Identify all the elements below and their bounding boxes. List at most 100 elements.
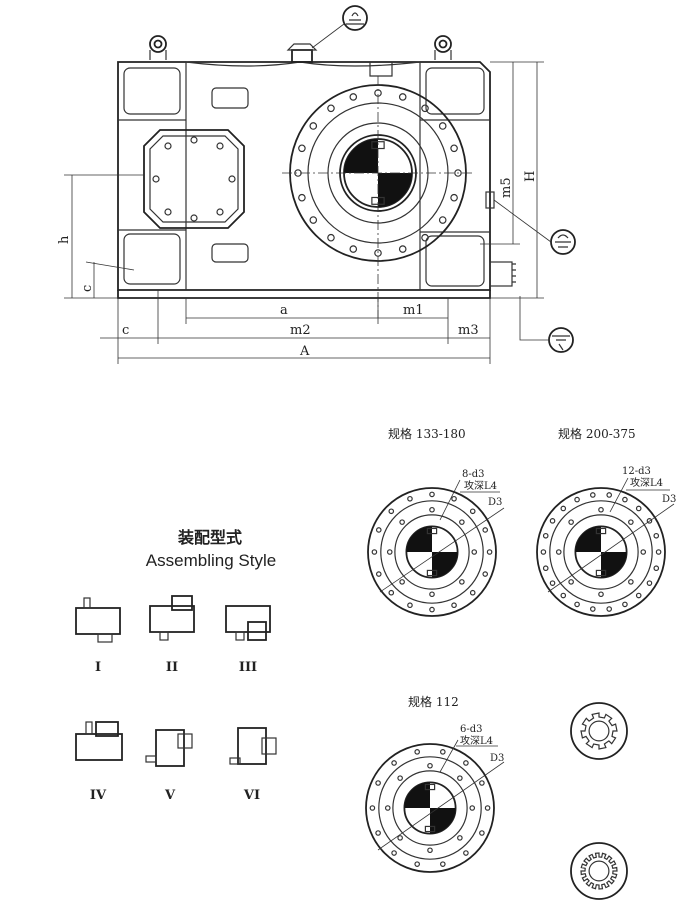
inspection-cover-bolts bbox=[152, 136, 236, 222]
flange-1-leaders bbox=[379, 479, 505, 593]
gearbox-front-view bbox=[117, 35, 516, 318]
flange-1-outer-bolt-15 bbox=[469, 508, 476, 515]
assembly-title-en: Assembling Style bbox=[146, 551, 276, 570]
assembly-title-cn: 装配型式 bbox=[177, 528, 242, 547]
flange-3-outer-bolt-5 bbox=[414, 861, 420, 867]
lifting-eye-left-hole bbox=[153, 39, 163, 49]
flange-2-ring bbox=[549, 500, 653, 604]
flange-3-diameter: D3 bbox=[490, 753, 504, 764]
style-5-shaft bbox=[145, 755, 157, 763]
dim-A-label: A bbox=[299, 344, 310, 359]
flange-2-outer-bolt-6 bbox=[606, 606, 612, 612]
flange-3-inner-bolt-3 bbox=[427, 847, 433, 854]
dim-m5-label: m5 bbox=[499, 177, 514, 198]
flange-2-spec: 规格 200-375 bbox=[558, 426, 636, 441]
dim-h-label: h bbox=[57, 235, 72, 244]
flange-details: 规格 133-180 规格 200-375 规格 112 8-d3 攻深L4 D… bbox=[365, 426, 676, 873]
flange-1-outer-bolt-5 bbox=[429, 606, 435, 613]
flange-1-outer-bolt-1 bbox=[486, 549, 493, 555]
flange-1-outer-bolt-2 bbox=[482, 571, 489, 577]
main-flange-bolt-15 bbox=[349, 93, 358, 101]
assembly-style-5 bbox=[145, 729, 193, 767]
flange-1-keyway-bottom bbox=[426, 569, 438, 577]
lifting-eye-right bbox=[434, 35, 452, 53]
style-label-5: V bbox=[164, 788, 176, 803]
breather-symbol-glyph bbox=[346, 12, 364, 25]
assembling-style-section: 装配型式 Assembling Style bbox=[75, 528, 277, 803]
drain-leader bbox=[519, 296, 549, 341]
flange-3-spec: 规格 112 bbox=[408, 694, 459, 709]
main-flange-bolt-18 bbox=[421, 104, 429, 113]
flange-2-inner-bolt-8 bbox=[628, 519, 634, 525]
flange-1-inner-bolt-4 bbox=[399, 579, 405, 585]
flange-1-inner-bolt-8 bbox=[459, 519, 465, 525]
style-5-motor bbox=[177, 733, 193, 749]
flange-1-spec: 规格 133-180 bbox=[388, 426, 466, 441]
flange-2-outer-bolt-19 bbox=[622, 496, 628, 503]
base-foot bbox=[117, 290, 491, 299]
flange-2-inner-bolt-4 bbox=[568, 579, 574, 585]
style-label-6: VI bbox=[243, 788, 260, 803]
spline-2-outer bbox=[570, 842, 628, 900]
flange-2-inner-bolt-7 bbox=[598, 506, 604, 513]
main-flange-bolt-20 bbox=[450, 144, 458, 153]
assembly-style-4 bbox=[75, 721, 123, 761]
flange-3-depth: 攻深L4 bbox=[460, 734, 493, 747]
main-flange-bolt-13 bbox=[309, 122, 318, 130]
flange-2-outer-bolt-14 bbox=[549, 518, 556, 524]
output-flange-bolts bbox=[294, 89, 462, 257]
flange-3-outer-bolt-7 bbox=[375, 830, 381, 836]
oil-level-symbol-glyph bbox=[555, 234, 571, 248]
lifting-eye-stems bbox=[149, 50, 452, 60]
flange-2-leaders bbox=[547, 477, 675, 593]
flange-112 bbox=[365, 743, 495, 873]
flange-3-inner-bolt-4 bbox=[397, 835, 403, 841]
flange-1-ring bbox=[380, 500, 484, 604]
flange-3-inner-bolt-2 bbox=[457, 835, 463, 841]
dim-extension-lines bbox=[117, 290, 491, 364]
main-shaft-quadrant-tl bbox=[344, 139, 378, 173]
flange-3-inner-bolt-6 bbox=[397, 775, 403, 781]
flange-2-outer-bolt-17 bbox=[590, 492, 596, 498]
flange-3-quadrant-tl bbox=[404, 782, 430, 808]
pad-top-left bbox=[123, 67, 181, 115]
flange-2-quadrant-tl bbox=[575, 526, 601, 552]
lifting-eye-left bbox=[149, 35, 167, 53]
flange-2-outer-bolt-21 bbox=[646, 518, 653, 524]
flange-3-outer-bolt-14 bbox=[479, 780, 485, 786]
flange-2-inner-bolt-2 bbox=[628, 579, 634, 585]
flange-2-inner-bolt-1 bbox=[640, 549, 647, 555]
main-flange-bolt-9 bbox=[309, 216, 318, 224]
input-shaft-stub bbox=[489, 261, 513, 287]
flange-3-keyway-top bbox=[424, 783, 436, 791]
spline-2-profile bbox=[580, 852, 618, 890]
flange-2-inner bbox=[563, 514, 639, 590]
flange-2-outer-bolt-15 bbox=[560, 505, 567, 512]
flange-3-quadrant-br bbox=[430, 808, 456, 834]
flange-1-outer-bolt-14 bbox=[451, 495, 457, 502]
flange-2-keyway-top bbox=[595, 527, 607, 535]
flange-3-outer-bolt-10 bbox=[391, 760, 397, 766]
flange-2-outer-bolt-7 bbox=[590, 606, 596, 612]
flange-1-inner-bolt-2 bbox=[459, 579, 465, 585]
flange-2-outer-bolt-22 bbox=[653, 532, 660, 539]
style-4-shaft bbox=[85, 721, 93, 735]
flange-2-inner-bolt-5 bbox=[555, 549, 562, 555]
flange-2-outer-bolt-12 bbox=[540, 549, 547, 555]
flange-3-inner bbox=[392, 770, 468, 846]
breather-cap bbox=[286, 43, 318, 51]
style-label-3: III bbox=[239, 660, 257, 675]
flange-3-outer-bolt-1 bbox=[484, 805, 491, 811]
style-label-2: II bbox=[166, 660, 178, 675]
flange-3-outer-bolt-12 bbox=[440, 749, 446, 755]
main-flange-bolt-14 bbox=[327, 104, 335, 113]
dimension-labels: a m1 m2 m3 A c c h m5 H bbox=[57, 171, 538, 359]
flange-2-depth: 攻深L4 bbox=[630, 476, 663, 489]
flange-2-outer-bolt-1 bbox=[655, 549, 662, 555]
dim-m3-label: m3 bbox=[458, 323, 479, 338]
flange-1-outer-bolt-16 bbox=[482, 527, 489, 533]
flange-1-inner-bolt-7 bbox=[429, 506, 435, 513]
flange-3-outer-bolt-8 bbox=[369, 805, 376, 811]
flange-1-outer-bolt-13 bbox=[429, 491, 435, 498]
